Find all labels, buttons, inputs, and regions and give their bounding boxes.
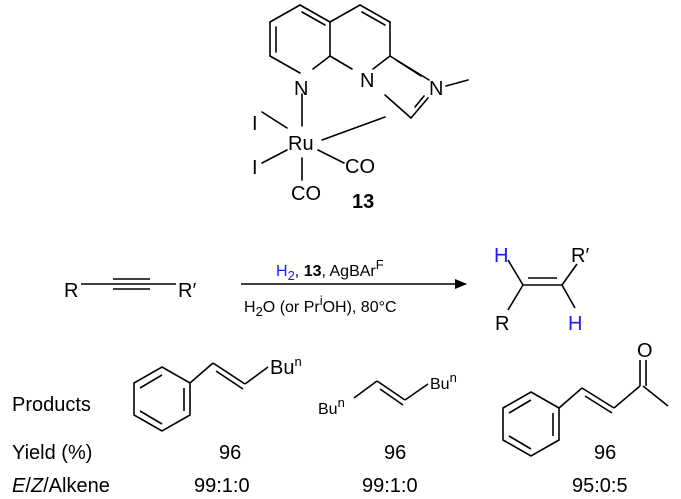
solvent-temperature: OH), 80°C: [323, 299, 397, 316]
iodide-label-2: I: [252, 157, 258, 179]
reagent-agbar: , AgBAr: [321, 263, 376, 280]
catalyst-structure: [261, 4, 469, 181]
n-methyl-label: N: [429, 78, 443, 100]
ratio-value-3: 95:0:5: [572, 475, 628, 497]
product-2-bu-left: Bun: [318, 395, 345, 418]
product-3-structure: [502, 360, 669, 457]
reagent-catalyst-number: 13: [304, 263, 322, 280]
product-h-bottom: H: [568, 313, 582, 335]
ruthenium-label: Ru: [288, 133, 314, 155]
compound-number: 13: [352, 191, 374, 213]
reagent-h2: H: [276, 263, 288, 280]
solvent-water-subscript: 2: [256, 304, 263, 319]
yield-row-label: Yield (%): [12, 442, 92, 464]
reagent-separator-1: ,: [295, 263, 304, 280]
yield-value-1: 96: [219, 442, 241, 464]
product-3-oxygen: O: [637, 340, 653, 362]
carbonyl-label-1: CO: [345, 156, 375, 178]
conditions-label: H2O (or PriOH), 80°C: [244, 293, 397, 319]
solvent-water-h: H: [244, 299, 256, 316]
product-2-structure: [353, 380, 429, 406]
product-2-bu-right: Bun: [430, 370, 457, 393]
n-imidazole-label: N: [360, 70, 374, 92]
products-row-label: Products: [12, 394, 91, 416]
solvent-alternative: O (or Pr: [263, 299, 321, 316]
product-r: R: [495, 313, 509, 335]
iodide-label-1: I: [252, 113, 258, 135]
product-alkene-bonds: [507, 259, 578, 311]
product-h-top: H: [494, 245, 508, 267]
carbonyl-label-2: CO: [291, 183, 321, 205]
alkyne-triple-bond: [81, 278, 176, 290]
reactant-r-left: R: [64, 280, 78, 302]
reagent-agbar-superscript: F: [376, 257, 384, 272]
reagent-h2-subscript: 2: [288, 268, 295, 283]
reagents-label: H2, 13, AgBArF: [276, 257, 384, 283]
reactant-r-right: R′: [178, 280, 196, 302]
ratio-value-2: 99:1:0: [362, 475, 418, 497]
yield-value-3: 96: [594, 442, 616, 464]
solvent-isopropyl-superscript: i: [320, 293, 323, 308]
product-1-bu-label: Bun: [270, 354, 302, 379]
product-1-structure: [133, 362, 269, 432]
n-pyridine-label: N: [294, 78, 308, 100]
ratio-value-1: 99:1:0: [194, 475, 250, 497]
product-r-prime: R′: [571, 245, 589, 267]
ratio-row-label: E/Z/Alkene: [12, 475, 110, 497]
yield-value-2: 96: [384, 442, 406, 464]
